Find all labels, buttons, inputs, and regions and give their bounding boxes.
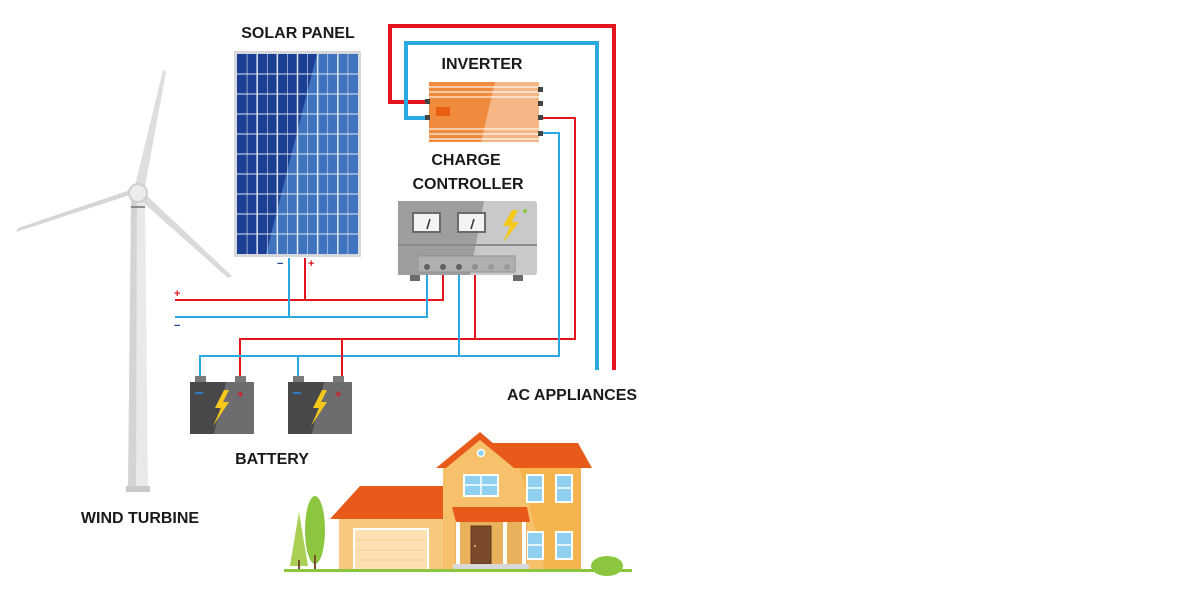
turbine-hub (128, 183, 148, 203)
inverter-terminal (538, 131, 543, 136)
garage-roof (330, 486, 456, 519)
inverter-terminal (538, 87, 543, 92)
front-door (470, 525, 492, 565)
inverter-stripe (429, 86, 539, 88)
terminal-strip (417, 255, 516, 273)
battery-1: + (190, 376, 254, 434)
battery-plus-sign: + (237, 389, 243, 401)
house (284, 432, 632, 576)
bush (591, 556, 623, 576)
label-battery: BATTERY (235, 451, 309, 468)
input-positive-wire (175, 268, 444, 301)
inverter-stripe (429, 133, 539, 135)
label-ac-appliances: AC APPLIANCES (507, 387, 637, 404)
wiring (175, 24, 616, 378)
ground (284, 569, 632, 572)
turbine-band (131, 206, 145, 208)
charge-controller (398, 201, 537, 281)
turbine-blade-left (16, 188, 136, 232)
ac-positive-wire (388, 24, 616, 370)
bolt-icon (213, 390, 229, 426)
ac-negative-wire (404, 41, 599, 370)
label-inverter: INVERTER (442, 56, 523, 73)
inverter-dc-positive-wire (239, 117, 576, 378)
label-wind-turbine: WIND TURBINE (81, 510, 200, 527)
inverter-terminal (538, 115, 543, 120)
ammeter-gauge (457, 212, 486, 233)
turbine-blade-right (138, 192, 232, 278)
turbine-base (126, 486, 150, 492)
inverter-stripe (429, 96, 539, 98)
input-negative-wire (175, 268, 428, 318)
battery-plus-sign: + (335, 389, 341, 401)
bolt-icon (503, 210, 519, 243)
inverter-stripes (429, 86, 539, 140)
label-charge-controller-line2: CONTROLLER (412, 176, 524, 193)
porch-roof (452, 507, 530, 522)
status-led (523, 209, 527, 213)
inverter-display (436, 107, 450, 116)
inverter-dc-negative-wire (199, 132, 560, 378)
solar-cell-grid (237, 54, 358, 254)
inverter-stripe (429, 128, 539, 130)
inverter-terminal (425, 99, 430, 104)
tree (305, 496, 325, 564)
battery-2: + (288, 376, 352, 434)
input-plus-sign: + (174, 288, 180, 300)
label-charge-controller-line1: CHARGE (431, 152, 501, 169)
label-solar-panel: SOLAR PANEL (241, 25, 355, 42)
solar-panel (234, 51, 361, 257)
inverter-terminal (538, 101, 543, 106)
side-roof (470, 443, 592, 468)
inverter-stripe (429, 138, 539, 140)
tree (290, 512, 308, 566)
voltmeter-gauge (412, 212, 441, 233)
turbine-blade-top (134, 70, 166, 192)
inverter (425, 82, 543, 142)
solar-minus-sign: − (277, 258, 283, 270)
solar-plus-sign: + (308, 258, 314, 270)
turbine-tower-shade (128, 200, 137, 490)
bolt-icon (311, 390, 327, 426)
inverter-stripe (429, 91, 539, 93)
inverter-terminal (425, 115, 430, 120)
input-minus-sign: − (174, 320, 180, 332)
wind-turbine (16, 70, 232, 492)
attic-window (476, 448, 486, 458)
